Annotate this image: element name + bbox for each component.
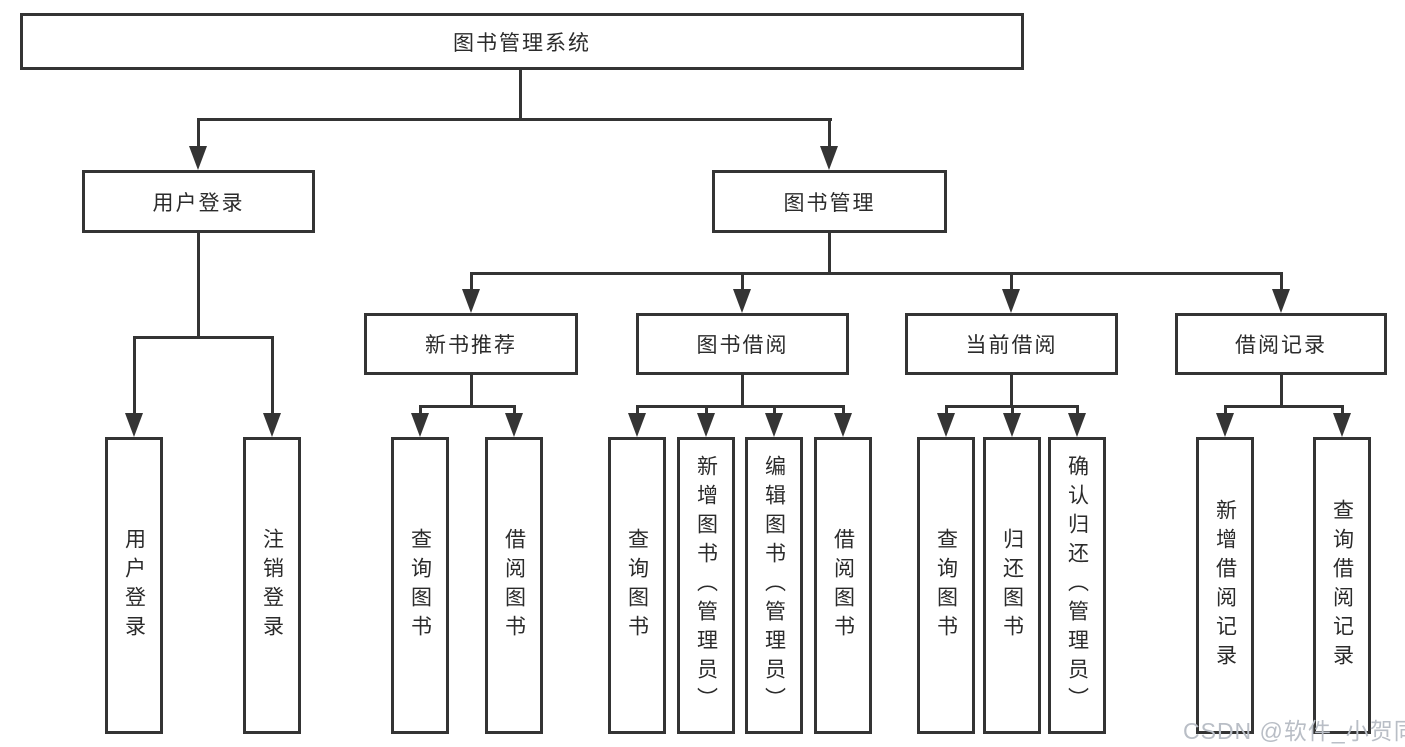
connector-line [133, 336, 274, 339]
node-leaf-borrow-books-recommend: 借阅图书 [485, 437, 543, 734]
node-book-management-label: 图书管理 [783, 191, 876, 215]
connector-line [828, 118, 831, 150]
connector-line [197, 118, 832, 121]
connector-line [133, 336, 136, 416]
node-leaf-query-borrow-record: 查询借阅记录 [1313, 437, 1371, 734]
connector-line [945, 405, 948, 417]
connector-line [1280, 272, 1283, 293]
node-root-label: 图书管理系统 [453, 31, 591, 55]
node-leaf-logout: 注销登录 [243, 437, 301, 734]
node-book-management: 图书管理 [712, 170, 947, 233]
connector-line [773, 405, 776, 417]
connector-line [419, 405, 422, 417]
arrowhead-down-icon [834, 413, 852, 437]
arrowhead-down-icon [820, 146, 838, 170]
connector-line [828, 233, 831, 274]
connector-line [197, 118, 200, 150]
arrowhead-down-icon [189, 146, 207, 170]
node-user-login: 用户登录 [82, 170, 315, 233]
arrowhead-down-icon [765, 413, 783, 437]
node-leaf-borrow-books: 借阅图书 [814, 437, 872, 734]
connector-line [419, 405, 516, 408]
arrowhead-down-icon [1216, 413, 1234, 437]
node-book-borrowing: 图书借阅 [636, 313, 849, 375]
connector-line [1224, 405, 1227, 417]
node-leaf-query-borrow-record-label: 查询借阅记录 [1330, 498, 1354, 673]
arrowhead-down-icon [462, 289, 480, 313]
node-current-borrowing-label: 当前借阅 [965, 334, 1058, 357]
node-book-borrowing-label: 图书借阅 [696, 334, 789, 357]
connector-line [842, 405, 845, 417]
connector-line [1224, 405, 1344, 408]
node-leaf-edit-books-admin: 编辑图书（管理员） [745, 437, 803, 734]
node-leaf-query-books-recommend: 查询图书 [391, 437, 449, 734]
connector-line [636, 405, 639, 417]
arrowhead-down-icon [1272, 289, 1290, 313]
connector-line [741, 272, 744, 293]
node-user-login-label: 用户登录 [152, 191, 245, 215]
node-leaf-query-books-borrowing-label: 查询图书 [625, 527, 649, 644]
node-leaf-add-borrow-record: 新增借阅记录 [1196, 437, 1254, 734]
node-leaf-query-books-borrowing: 查询图书 [608, 437, 666, 734]
node-leaf-borrow-books-recommend-label: 借阅图书 [502, 527, 526, 644]
connector-line [1011, 405, 1014, 417]
connector-line [1010, 375, 1013, 407]
connector-line [271, 336, 274, 416]
connector-line [1076, 405, 1079, 417]
node-borrowing-records: 借阅记录 [1175, 313, 1387, 375]
arrowhead-down-icon [1333, 413, 1351, 437]
node-leaf-query-books-current-label: 查询图书 [934, 527, 958, 644]
node-leaf-query-books-recommend-label: 查询图书 [408, 527, 432, 644]
connector-line [519, 70, 522, 120]
arrowhead-down-icon [1002, 289, 1020, 313]
node-root: 图书管理系统 [20, 13, 1024, 70]
node-leaf-user-login: 用户登录 [105, 437, 163, 734]
arrowhead-down-icon [505, 413, 523, 437]
arrowhead-down-icon [1068, 413, 1086, 437]
connector-line [1280, 375, 1283, 407]
node-leaf-add-books-admin: 新增图书（管理员） [677, 437, 735, 734]
arrowhead-down-icon [697, 413, 715, 437]
connector-line [470, 375, 473, 407]
arrowhead-down-icon [411, 413, 429, 437]
connector-line [470, 272, 473, 293]
arrowhead-down-icon [1003, 413, 1021, 437]
node-leaf-user-login-label: 用户登录 [122, 527, 146, 644]
connector-line [1341, 405, 1344, 417]
node-leaf-add-borrow-record-label: 新增借阅记录 [1213, 498, 1237, 673]
node-leaf-return-books: 归还图书 [983, 437, 1041, 734]
node-leaf-query-books-current: 查询图书 [917, 437, 975, 734]
node-leaf-borrow-books-label: 借阅图书 [831, 527, 855, 644]
node-leaf-confirm-return-admin-label: 确认归还（管理员） [1065, 455, 1089, 716]
connector-line [197, 233, 200, 338]
node-leaf-add-books-admin-label: 新增图书（管理员） [694, 455, 718, 716]
connector-line [741, 375, 744, 407]
node-current-borrowing: 当前借阅 [905, 313, 1118, 375]
arrowhead-down-icon [937, 413, 955, 437]
csdn-watermark: CSDN @软件_小贺同学 [1183, 718, 1405, 744]
connector-line [705, 405, 708, 417]
connector-line [1010, 272, 1013, 293]
node-new-book-recommend: 新书推荐 [364, 313, 578, 375]
node-leaf-confirm-return-admin: 确认归还（管理员） [1048, 437, 1106, 734]
node-leaf-logout-label: 注销登录 [260, 527, 284, 644]
connector-line [513, 405, 516, 417]
arrowhead-down-icon [733, 289, 751, 313]
connector-line [470, 272, 1282, 275]
arrowhead-down-icon [628, 413, 646, 437]
node-new-book-recommend-label: 新书推荐 [425, 334, 517, 357]
arrowhead-down-icon [263, 413, 281, 437]
node-borrowing-records-label: 借阅记录 [1235, 334, 1327, 357]
node-leaf-edit-books-admin-label: 编辑图书（管理员） [762, 455, 786, 716]
connector-line [636, 405, 844, 408]
node-leaf-return-books-label: 归还图书 [1000, 527, 1024, 644]
arrowhead-down-icon [125, 413, 143, 437]
